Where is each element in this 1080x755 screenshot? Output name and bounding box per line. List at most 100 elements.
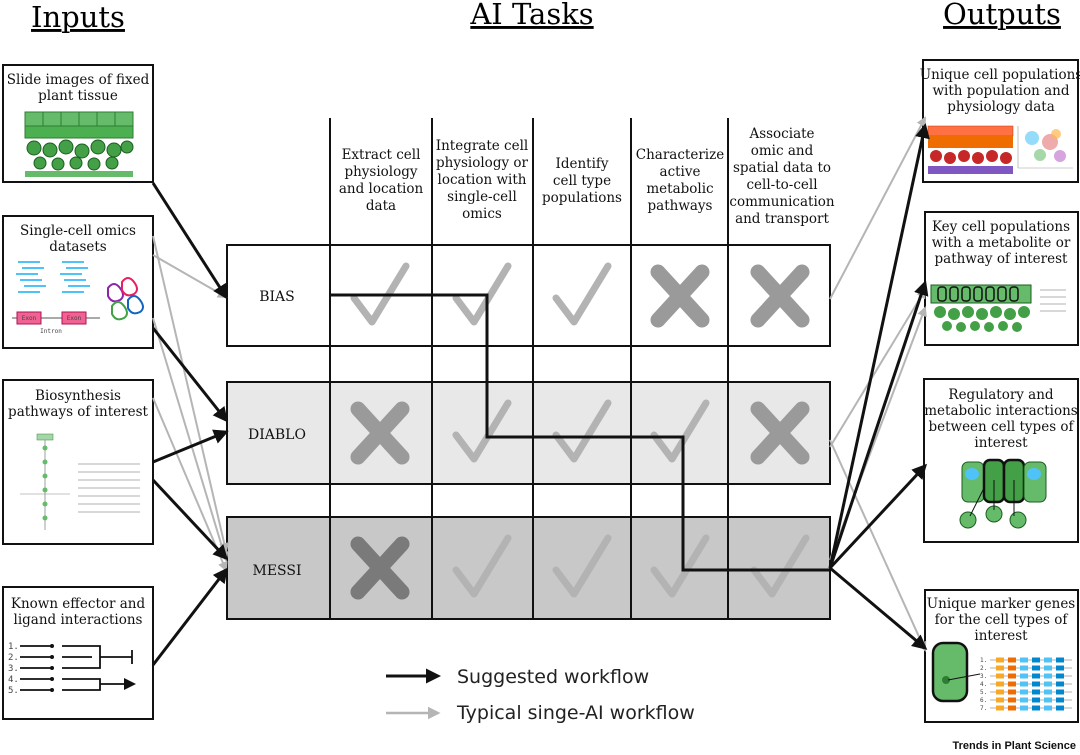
marker-gene-number-1: 1. (980, 657, 987, 664)
marker-gene-number-3: 3. (980, 673, 987, 680)
input-3-line-1: ligand interactions (14, 612, 143, 628)
task-1-line-0: Integrate cell (436, 138, 528, 154)
typical-workflow-arrow-5 (829, 288, 927, 448)
protein-structures-icon (107, 277, 144, 321)
check-mark-icon-bias-2 (552, 262, 612, 326)
task-marks (350, 262, 810, 600)
marker-gene-segment-6-3 (1032, 697, 1040, 703)
task-3-line-2: metabolic (646, 181, 713, 197)
marker-gene-segment-7-4 (1044, 705, 1052, 711)
marker-gene-number-5: 5. (980, 689, 987, 696)
marker-gene-segment-5-4 (1044, 689, 1052, 695)
legend: Suggested workflow Typical singe-AI work… (386, 666, 695, 724)
marker-gene-segment-3-1 (1008, 673, 1016, 679)
suggested-workflow-arrow-2 (152, 429, 229, 464)
marker-gene-segment-6-4 (1044, 697, 1052, 703)
suggested-workflow-arrow-3 (151, 478, 229, 561)
marker-gene-segment-3-4 (1044, 673, 1052, 679)
marker-gene-segment-4-3 (1032, 681, 1040, 687)
gene-structure-icon: Exon Exon Intron (12, 311, 100, 335)
cross-mark-icon-bias-4 (750, 264, 810, 328)
method-label-bias: BIAS (259, 289, 295, 305)
task-4-line-5: and transport (735, 211, 829, 227)
check-mark-icon-messi-2 (552, 534, 612, 598)
input-2-line-1: pathways of interest (8, 404, 148, 420)
marker-gene-segment-5-0 (996, 689, 1004, 695)
typical-workflow-arrow-3 (152, 397, 228, 572)
task-1-line-2: location with (438, 172, 527, 188)
effector-number-2: 2. (8, 653, 19, 663)
suggested-workflow-path (330, 293, 830, 572)
marker-gene-segment-5-2 (1020, 689, 1028, 695)
marker-gene-number-6: 6. (980, 697, 987, 704)
ai-tasks-heading: AI Tasks (469, 0, 593, 31)
workflow-arrows (151, 116, 930, 666)
marker-gene-segment-4-5 (1056, 681, 1064, 687)
cross-mark-icon-diablo-0 (350, 401, 410, 465)
marker-gene-segment-6-5 (1056, 697, 1064, 703)
segmented-tissue-icon (927, 125, 1014, 174)
marker-gene-segment-4-0 (996, 681, 1004, 687)
inputs-heading: Inputs (31, 0, 125, 34)
output-0-line-2: physiology data (947, 99, 1055, 115)
method-rows: BIAS DIABLO MESSI (226, 244, 831, 620)
output-2-line-1: metabolic interactions (924, 403, 1078, 419)
input-3-line-0: Known effector and (11, 596, 146, 612)
typical-workflow-arrow-7 (829, 439, 927, 652)
journal-credit: Trends in Plant Science (953, 740, 1077, 752)
input-0-line-1: plant tissue (38, 88, 118, 104)
output-3-line-2: interest (974, 628, 1028, 644)
typical-workflow-arrow-1 (152, 235, 230, 553)
effector-number-4: 4. (8, 675, 19, 685)
marker-gene-segment-7-5 (1056, 705, 1064, 711)
task-1-line-4: omics (462, 206, 502, 222)
legend-suggested-label: Suggested workflow (457, 666, 649, 688)
task-0-line-1: physiology (344, 164, 417, 180)
output-2-line-2: between cell types of (928, 419, 1074, 435)
input-2-line-0: Biosynthesis (35, 388, 121, 404)
output-2-line-3: interest (974, 435, 1028, 451)
method-label-diablo: DIABLO (248, 427, 306, 443)
marker-gene-segment-3-3 (1032, 673, 1040, 679)
cross-mark-icon-bias-3 (650, 264, 710, 328)
task-0-line-2: and location (339, 181, 424, 197)
input-1-line-0: Single-cell omics (20, 223, 136, 239)
suggested-workflow-arrow-5 (828, 123, 930, 569)
interaction-schematic-icon: 1. 2. 3. 4. 5. (8, 642, 136, 696)
check-mark-icon-messi-4 (750, 534, 810, 598)
output-3-line-1: for the cell types of (935, 612, 1069, 628)
suggested-workflow-arrow-6 (828, 280, 929, 569)
marker-gene-segment-3-5 (1056, 673, 1064, 679)
check-mark-icon-messi-1 (452, 534, 512, 598)
output-1-line-2: pathway of interest (935, 251, 1069, 267)
marker-gene-segment-4-2 (1020, 681, 1028, 687)
plant-tissue-icon (24, 111, 134, 177)
suggested-workflow-arrow-1 (151, 327, 228, 423)
method-label-messi: MESSI (252, 563, 301, 579)
suggested-workflow-arrow-0 (151, 182, 228, 300)
marker-gene-number-4: 4. (980, 681, 987, 688)
marker-gene-segment-7-3 (1032, 705, 1040, 711)
task-0-line-3: data (366, 198, 396, 214)
marker-gene-segment-2-2 (1020, 665, 1028, 671)
output-2-line-0: Regulatory and (948, 387, 1054, 403)
typical-workflow-arrow-0 (152, 254, 228, 298)
typical-workflow-arrow-4 (829, 116, 926, 300)
marker-gene-segment-1-3 (1032, 657, 1040, 663)
marker-gene-segment-7-1 (1008, 705, 1016, 711)
marker-gene-segment-4-1 (1008, 681, 1016, 687)
effector-number-3: 3. (8, 664, 19, 674)
